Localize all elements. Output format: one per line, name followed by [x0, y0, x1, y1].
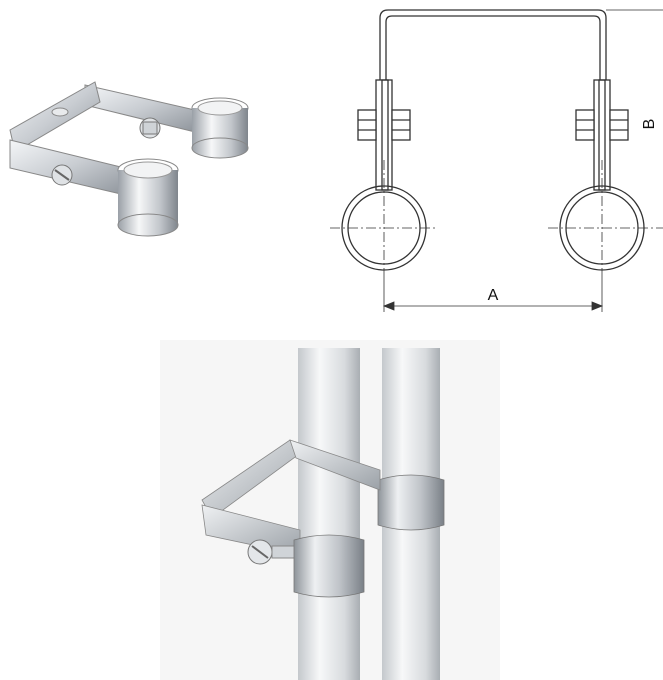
dimension-a-label: A [488, 287, 499, 304]
technical-drawing: A B [330, 9, 663, 312]
clamp-bracket-illustration [9, 81, 249, 237]
mounted-clamp-illustration [160, 340, 500, 680]
dimension-drawing: A B [320, 0, 663, 320]
mounted-photo [160, 340, 500, 680]
dimension-b-label: B [641, 119, 658, 130]
product-photo [0, 70, 260, 290]
